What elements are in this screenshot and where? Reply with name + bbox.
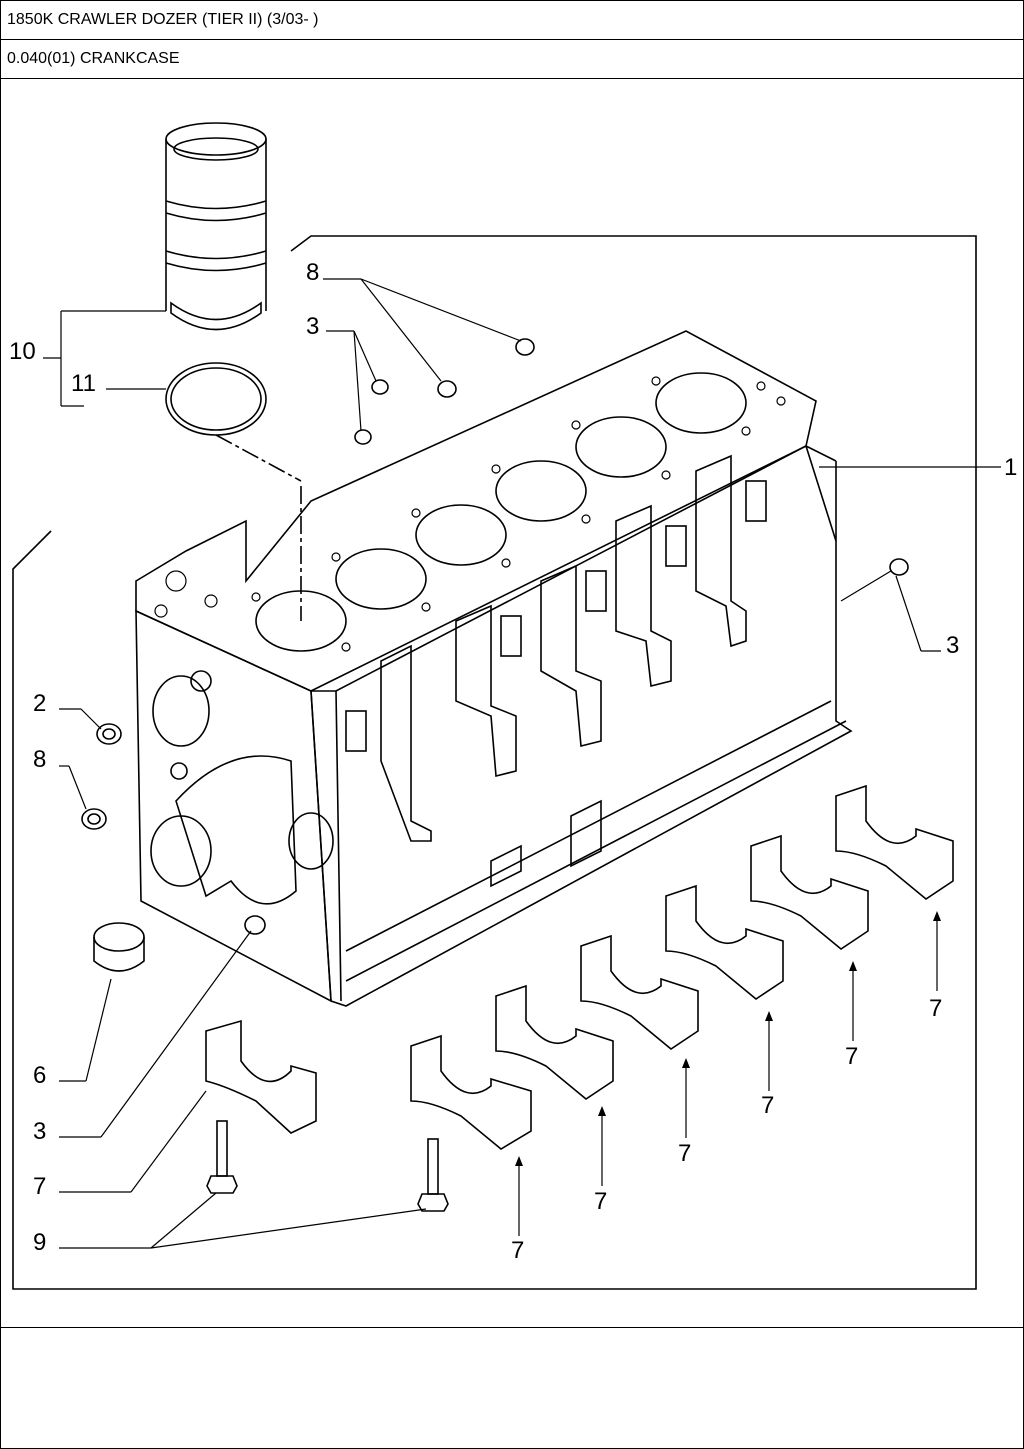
leader-lines <box>43 278 1001 1249</box>
section-title: 0.040(01) CRANKCASE <box>1 40 1023 79</box>
cap-screws <box>206 1120 449 1212</box>
callout-8-left: 8 <box>33 746 46 773</box>
cylinder-liner <box>165 122 267 331</box>
crankcase-block <box>135 330 853 1007</box>
crankcase-exploded-diagram: 1 2 3 3 3 6 7 7 7 7 7 7 7 8 8 9 10 11 <box>1 79 1023 1327</box>
callout-8-upper: 8 <box>306 259 319 286</box>
callout-7-left: 7 <box>33 1173 46 1200</box>
callout-7-b: 7 <box>594 1188 607 1215</box>
callout-3-right: 3 <box>946 632 959 659</box>
callout-7-c: 7 <box>678 1140 691 1167</box>
o-ring <box>165 362 267 436</box>
callout-6: 6 <box>33 1062 46 1089</box>
callout-10: 10 <box>9 338 36 365</box>
plug-parts <box>81 338 909 972</box>
machine-title: 1850K CRAWLER DOZER (TIER II) (3/03- ) <box>1 1 1023 40</box>
callout-11: 11 <box>71 370 96 397</box>
callout-7-d: 7 <box>761 1092 774 1119</box>
callout-7-f: 7 <box>929 995 942 1022</box>
footer-divider <box>1 1327 1023 1328</box>
callout-3-upper: 3 <box>306 313 319 340</box>
callout-2: 2 <box>33 690 46 717</box>
callout-7-a: 7 <box>511 1237 524 1264</box>
callout-9: 9 <box>33 1229 46 1256</box>
arrow-heads <box>515 911 941 1166</box>
diagram-frame <box>12 235 977 1290</box>
callout-3-lower: 3 <box>33 1118 46 1145</box>
callout-7-e: 7 <box>845 1043 858 1070</box>
main-bearing-caps <box>205 784 954 1150</box>
callout-1: 1 <box>1004 454 1017 481</box>
